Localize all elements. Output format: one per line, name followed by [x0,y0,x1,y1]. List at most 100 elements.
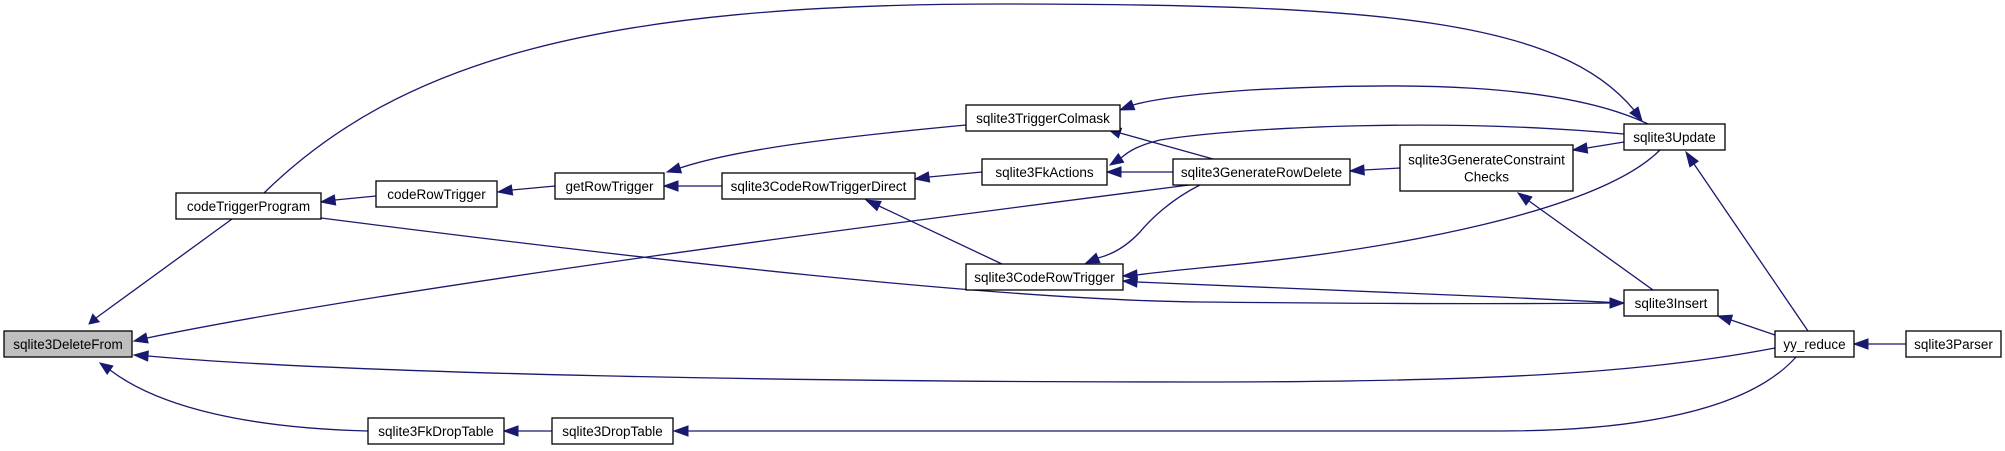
edge-line [146,183,1198,339]
arrowhead-icon [864,199,882,212]
node-sqlite3-fk-actions[interactable]: sqlite3FkActions [981,158,1108,186]
arrowhead-icon [496,184,514,196]
arrowhead-icon [913,171,931,183]
node-sqlite3-insert[interactable]: sqlite3Insert [1623,289,1719,317]
node-label: sqlite3GenerateRowDelete [1181,165,1342,180]
node-box [554,172,665,200]
node-sqlite3-parser[interactable]: sqlite3Parser [1905,330,2002,358]
call-edge-code-trigger-program-to-sqlite3-insert [320,217,1626,309]
edge-line [1730,319,1776,336]
arrowhead-icon [1852,338,1869,350]
call-edge-sqlite3-update-to-sqlite3-generate-constraint-checks [1571,141,1625,154]
arrowhead-icon [1121,276,1138,288]
node-label: sqlite3Update [1633,130,1716,145]
call-edge-sqlite3-generate-row-delete-to-sqlite3-fk-actions [1105,166,1173,178]
node-box [175,192,322,220]
edge-line [1097,184,1201,259]
arrowhead-icon [1118,99,1136,111]
call-edge-code-trigger-program-to-sqlite3-delete-from [88,218,233,325]
arrowhead-icon [665,162,683,174]
call-edge-sqlite3-insert-to-sqlite3-generate-constraint-checks [1516,192,1654,291]
call-edge-yy-reduce-to-sqlite3-insert [1716,314,1776,336]
edge-line [1363,167,1401,171]
arrowhead-icon [1685,150,1700,168]
call-edge-sqlite3-trigger-colmask-to-get-row-trigger [665,124,967,174]
node-label: sqlite3GenerateConstraint [1408,153,1565,168]
node-box [1905,330,2002,358]
call-edges [88,3,1906,437]
node-box [367,417,505,445]
arrowhead-icon [132,350,149,362]
edge-line [147,347,1776,383]
arrowhead-icon [319,194,337,206]
call-edge-sqlite3-fk-actions-to-sqlite3-code-row-trigger-direct [913,171,983,183]
edge-line [928,171,983,178]
edge-line [1132,85,1649,125]
edge-line [1136,149,1661,276]
edge-line [1120,124,1625,159]
arrowhead-icon [1105,166,1122,178]
node-label: sqlite3CodeRowTriggerDirect [731,179,907,194]
call-edge-code-trigger-program-to-sqlite3-update [263,3,1643,194]
arrowhead-icon [1516,192,1533,206]
node-label: sqlite3CodeRowTrigger [974,270,1115,285]
arrowhead-icon [132,332,149,344]
edge-line [679,124,967,169]
call-edge-sqlite3-fk-drop-table-to-sqlite3-delete-from [98,362,369,432]
arrowhead-icon [1629,106,1643,123]
arrowhead-icon [88,313,101,325]
node-box [3,330,133,358]
edge-line [511,185,556,191]
node-label: yy_reduce [1783,337,1845,352]
edge-line [334,195,377,201]
node-box [1399,144,1574,192]
node-box [1172,158,1351,186]
call-edge-get-row-trigger-to-code-row-trigger [496,184,556,196]
node-sqlite3-code-row-trigger-direct[interactable]: sqlite3CodeRowTriggerDirect [721,172,916,200]
node-get-row-trigger[interactable]: getRowTrigger [554,172,665,200]
node-yy-reduce[interactable]: yy_reduce [1774,330,1855,358]
call-edge-sqlite3-generate-row-delete-to-sqlite3-delete-from [132,183,1198,344]
node-box [551,417,674,445]
node-box [981,158,1108,186]
arrowhead-icon [1609,297,1626,309]
arrowhead-icon [1108,152,1125,166]
arrowhead-icon [1716,314,1734,326]
node-sqlite3-trigger-colmask[interactable]: sqlite3TriggerColmask [965,104,1121,132]
node-code-trigger-program[interactable]: codeTriggerProgram [175,192,322,220]
call-edge-sqlite3-update-to-sqlite3-fk-actions [1108,124,1625,166]
node-label: sqlite3TriggerColmask [976,111,1110,126]
node-label: sqlite3Parser [1914,337,1993,352]
node-sqlite3-update[interactable]: sqlite3Update [1623,123,1726,151]
edge-line [1693,163,1809,332]
node-label: Checks [1464,170,1509,185]
node-label: sqlite3FkActions [995,165,1094,180]
node-sqlite3-drop-table[interactable]: sqlite3DropTable [551,417,674,445]
call-edge-code-row-trigger-to-code-trigger-program [319,194,377,206]
node-code-row-trigger[interactable]: codeRowTrigger [375,180,498,208]
node-box [965,104,1121,132]
edge-line [1528,200,1654,291]
node-sqlite3-code-row-trigger[interactable]: sqlite3CodeRowTrigger [965,263,1124,291]
edge-line [1136,281,1625,304]
call-edge-sqlite3-code-row-trigger-to-sqlite3-code-row-trigger-direct [864,199,1003,265]
node-sqlite3-generate-row-delete[interactable]: sqlite3GenerateRowDelete [1172,158,1351,186]
call-edge-sqlite3-generate-row-delete-to-sqlite3-trigger-colmask [1106,127,1214,160]
arrowhead-icon [1348,164,1365,176]
node-box [1623,289,1719,317]
node-label: getRowTrigger [565,179,654,194]
node-sqlite3-delete-from[interactable]: sqlite3DeleteFrom [3,330,133,358]
node-sqlite3-fk-drop-table[interactable]: sqlite3FkDropTable [367,417,505,445]
call-edge-sqlite3-code-row-trigger-direct-to-get-row-trigger [662,180,722,192]
node-box [1623,123,1726,151]
node-label: sqlite3DropTable [562,424,663,439]
call-edge-sqlite3-parser-to-yy-reduce [1852,338,1906,350]
node-box [965,263,1124,291]
node-box [721,172,916,200]
node-label: sqlite3Insert [1635,296,1708,311]
arrowhead-icon [1571,142,1589,154]
arrowhead-icon [98,362,114,375]
call-edge-sqlite3-update-to-sqlite3-trigger-colmask [1118,85,1649,125]
